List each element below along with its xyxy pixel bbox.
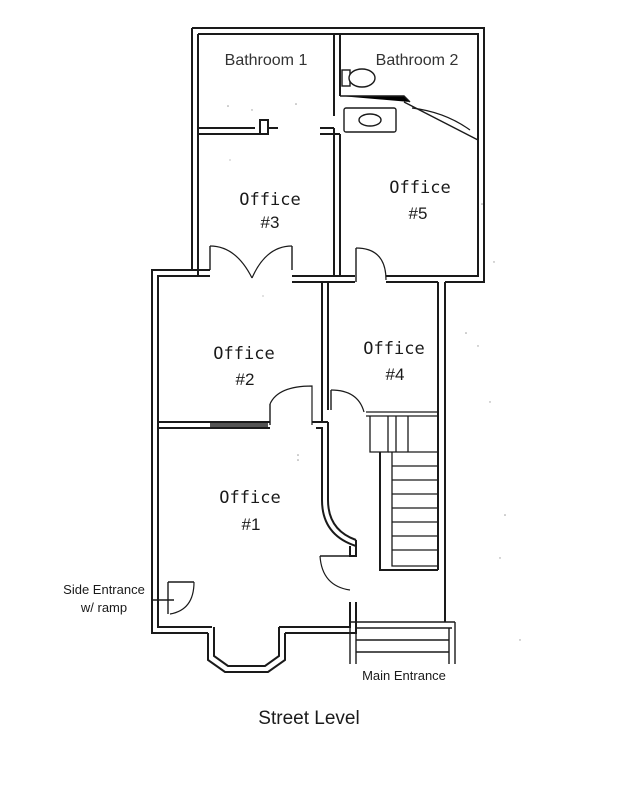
office-2-number: #2 (236, 370, 255, 389)
office-3-label: Office (239, 190, 300, 210)
office-3-number: #3 (261, 213, 280, 232)
toilet-bowl-icon (348, 68, 376, 88)
bathroom-2-label: Bathroom 2 (376, 52, 459, 69)
office-4-number: #4 (386, 365, 405, 384)
scan-specks (227, 103, 521, 641)
plan-title: Street Level (258, 708, 359, 729)
bathroom-fixtures (341, 68, 397, 133)
office-4-label: Office (363, 339, 424, 359)
office-5-label: Office (389, 178, 450, 198)
staircase (366, 411, 438, 567)
entrance-labels: Side Entrance w/ ramp Main Entrance (63, 582, 446, 683)
office-5-number: #5 (409, 204, 428, 223)
side-entrance-sublabel: w/ ramp (80, 600, 127, 615)
office-2-label: Office (213, 344, 274, 364)
office-1-number: #1 (242, 515, 261, 534)
side-entrance-label: Side Entrance (63, 582, 145, 597)
sink-basin-icon (358, 113, 382, 127)
room-labels: Bathroom 1 Bathroom 2 Office #3 Office #… (213, 52, 458, 534)
interior-walls (158, 34, 438, 571)
office-1-label: Office (219, 488, 280, 508)
bathroom-1-label: Bathroom 1 (225, 52, 308, 69)
main-entrance-label: Main Entrance (362, 668, 446, 683)
doors (167, 95, 479, 615)
exterior-walls (151, 27, 485, 673)
